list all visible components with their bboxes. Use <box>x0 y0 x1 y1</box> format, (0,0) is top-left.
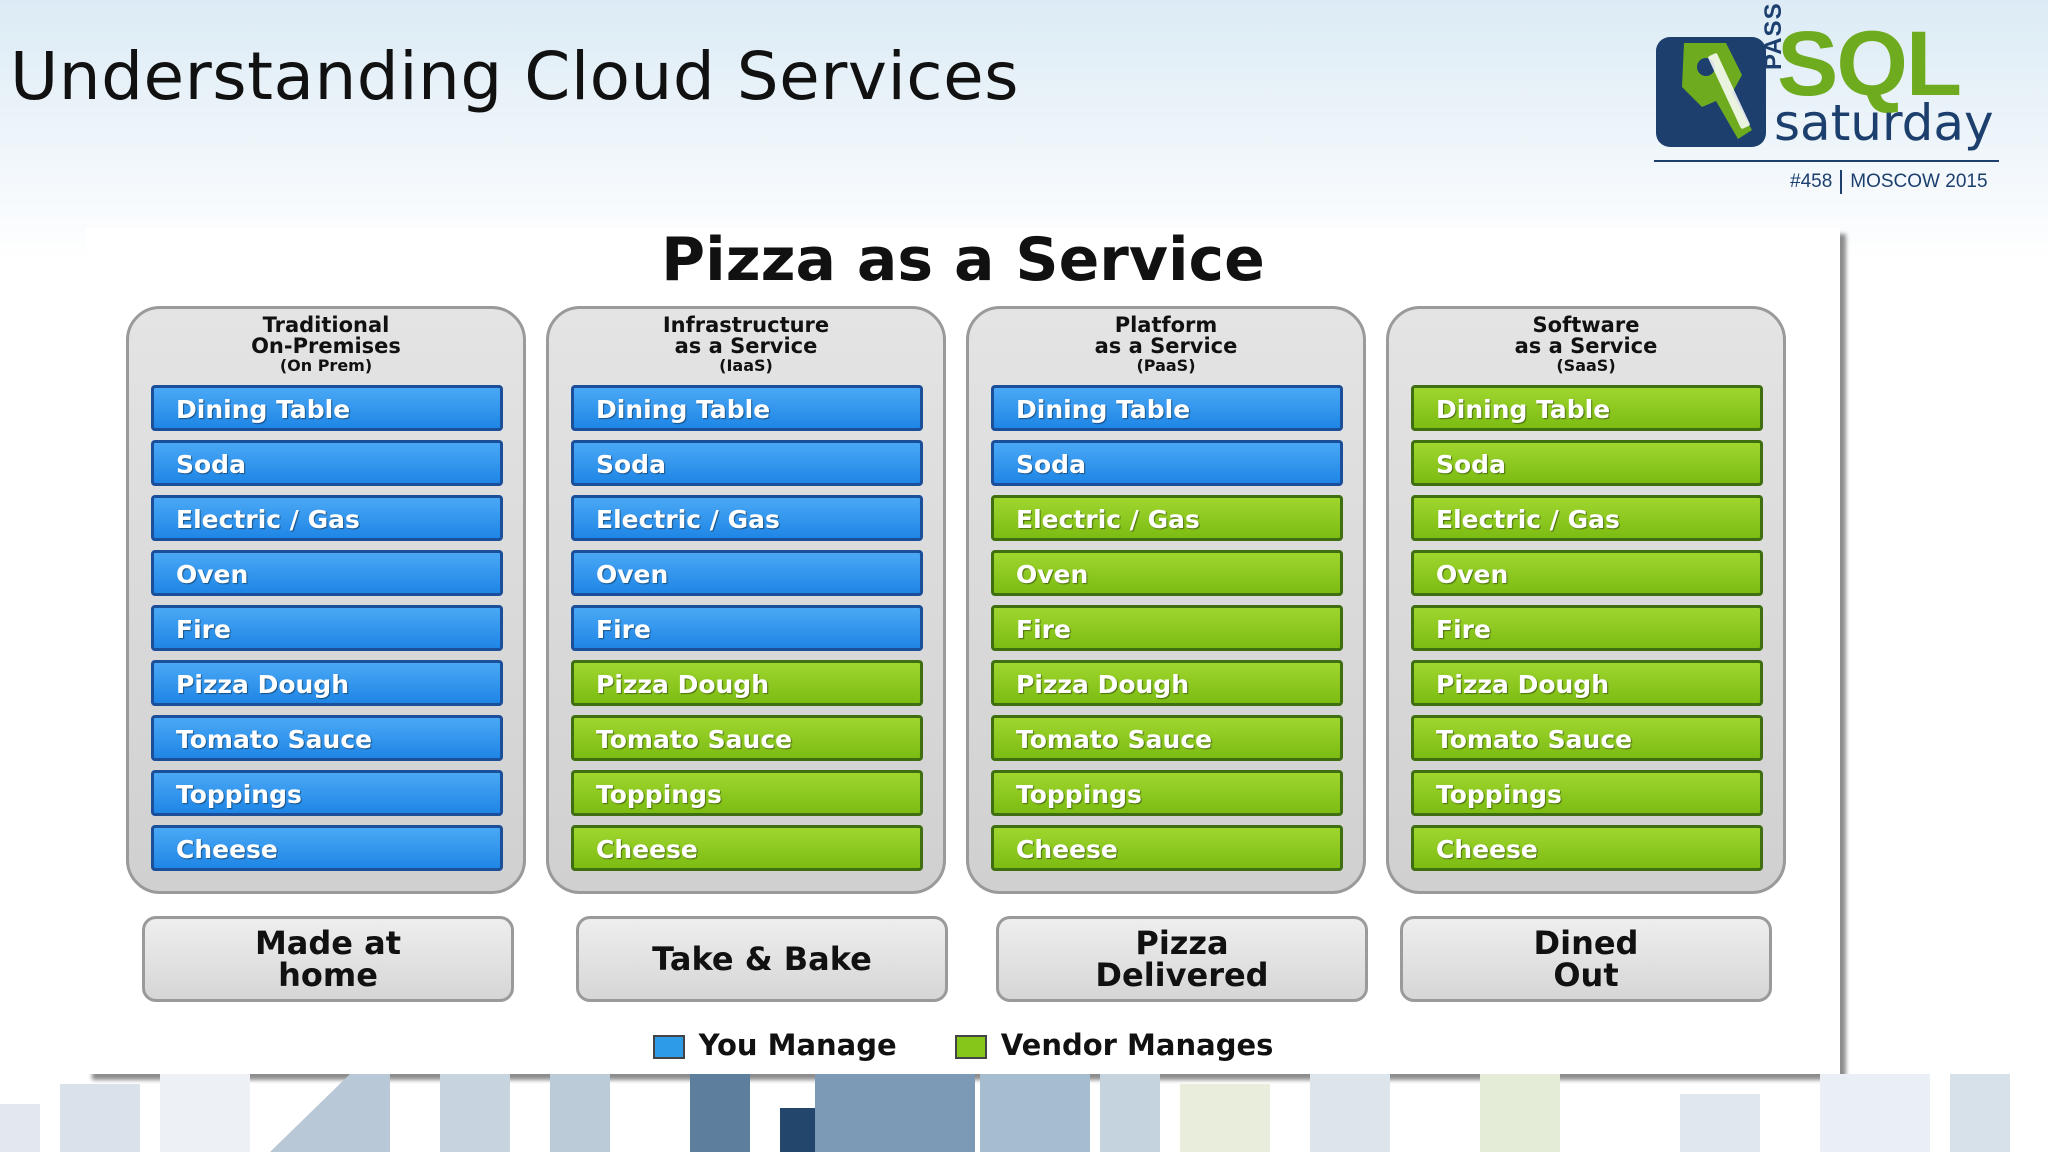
stack-item: Toppings <box>991 770 1343 816</box>
stack-item: Oven <box>151 550 503 596</box>
stack-item: Electric / Gas <box>991 495 1343 541</box>
stack-item: Fire <box>991 605 1343 651</box>
stack-item: Tomato Sauce <box>991 715 1343 761</box>
stack-item: Dining Table <box>571 385 923 431</box>
stack-item: Soda <box>1411 440 1763 486</box>
stack-item: Electric / Gas <box>1411 495 1763 541</box>
event-place: MOSCOW 2015 <box>1850 171 1988 193</box>
logo-event: #458 MOSCOW 2015 <box>1790 170 1988 194</box>
stack-item: Pizza Dough <box>571 660 923 706</box>
stack-item: Soda <box>991 440 1343 486</box>
stack-item: Cheese <box>571 825 923 871</box>
legend-you-manage: You Manage <box>652 1028 897 1062</box>
consumption-model-line: Dined <box>1533 924 1639 962</box>
consumption-model-line: Made at <box>254 924 402 962</box>
stack-item: Toppings <box>571 770 923 816</box>
stack-item: Cheese <box>1411 825 1763 871</box>
stack-item: Pizza Dough <box>1411 660 1763 706</box>
column-heading-line: (On Prem) <box>279 356 373 375</box>
key-logo-icon <box>1656 37 1766 147</box>
stack-item: Soda <box>571 440 923 486</box>
column-heading-line: as a Service <box>1094 334 1238 358</box>
stack-item: Tomato Sauce <box>571 715 923 761</box>
stack-item: Oven <box>1411 550 1763 596</box>
stack-item: Oven <box>991 550 1343 596</box>
consumption-model-line: Out <box>1553 956 1619 994</box>
column-heading-line: as a Service <box>674 334 818 358</box>
diagram-title: Pizza as a Service <box>661 225 1265 295</box>
logo-sql-text: SQL <box>1777 13 1962 115</box>
logo-divider <box>1654 160 1999 162</box>
column-heading-line: On-Premises <box>251 334 401 358</box>
consumption-model-line: Pizza <box>1135 924 1229 962</box>
stack-item: Oven <box>571 550 923 596</box>
column-heading-line: (PaaS) <box>1136 356 1196 375</box>
stack-item: Cheese <box>991 825 1343 871</box>
stack-item: Cheese <box>151 825 503 871</box>
legend-vendor-manages: Vendor Manages <box>954 1028 1274 1062</box>
column-heading-line: (SaaS) <box>1556 356 1616 375</box>
consumption-model-line: Delivered <box>1095 956 1269 994</box>
stack-item: Soda <box>151 440 503 486</box>
column-heading-line: as a Service <box>1514 334 1658 358</box>
stack-item: Fire <box>151 605 503 651</box>
legend: You Manage Vendor Manages <box>86 1028 1840 1062</box>
stack-item: Pizza Dough <box>991 660 1343 706</box>
column-heading-line: Platform <box>1114 313 1218 337</box>
city-skyline-decoration <box>0 1074 2010 1152</box>
stack-item: Fire <box>571 605 923 651</box>
stack-item: Fire <box>1411 605 1763 651</box>
stack-item: Electric / Gas <box>151 495 503 541</box>
consumption-model-box: Take & Bake <box>576 916 948 1002</box>
stack-item: Toppings <box>1411 770 1763 816</box>
stack-item: Tomato Sauce <box>151 715 503 761</box>
event-separator <box>1840 170 1843 194</box>
consumption-model-line: home <box>278 956 378 994</box>
column-heading-line: Traditional <box>262 313 390 337</box>
vendor-manages-swatch <box>954 1035 987 1059</box>
legend-vendor-manages-label: Vendor Manages <box>1000 1028 1274 1062</box>
stack-item: Electric / Gas <box>571 495 923 541</box>
consumption-model-label: Take & Bake <box>652 943 872 975</box>
stack-item: Dining Table <box>991 385 1343 431</box>
logo-saturday-text: saturday <box>1774 94 1994 152</box>
stack-item: Dining Table <box>1411 385 1763 431</box>
stack-item: Dining Table <box>151 385 503 431</box>
you-manage-swatch <box>652 1035 685 1059</box>
stack-item: Pizza Dough <box>151 660 503 706</box>
legend-you-manage-label: You Manage <box>698 1028 897 1062</box>
column-heading-line: Software <box>1532 313 1640 337</box>
stack-item: Toppings <box>151 770 503 816</box>
column-heading-line: Infrastructure <box>662 313 830 337</box>
stack-item: Tomato Sauce <box>1411 715 1763 761</box>
column-heading-line: (IaaS) <box>719 356 773 375</box>
event-number: #458 <box>1790 171 1833 193</box>
consumption-model-line: Take & Bake <box>652 940 872 978</box>
slide-title: Understanding Cloud Services <box>10 38 1020 115</box>
